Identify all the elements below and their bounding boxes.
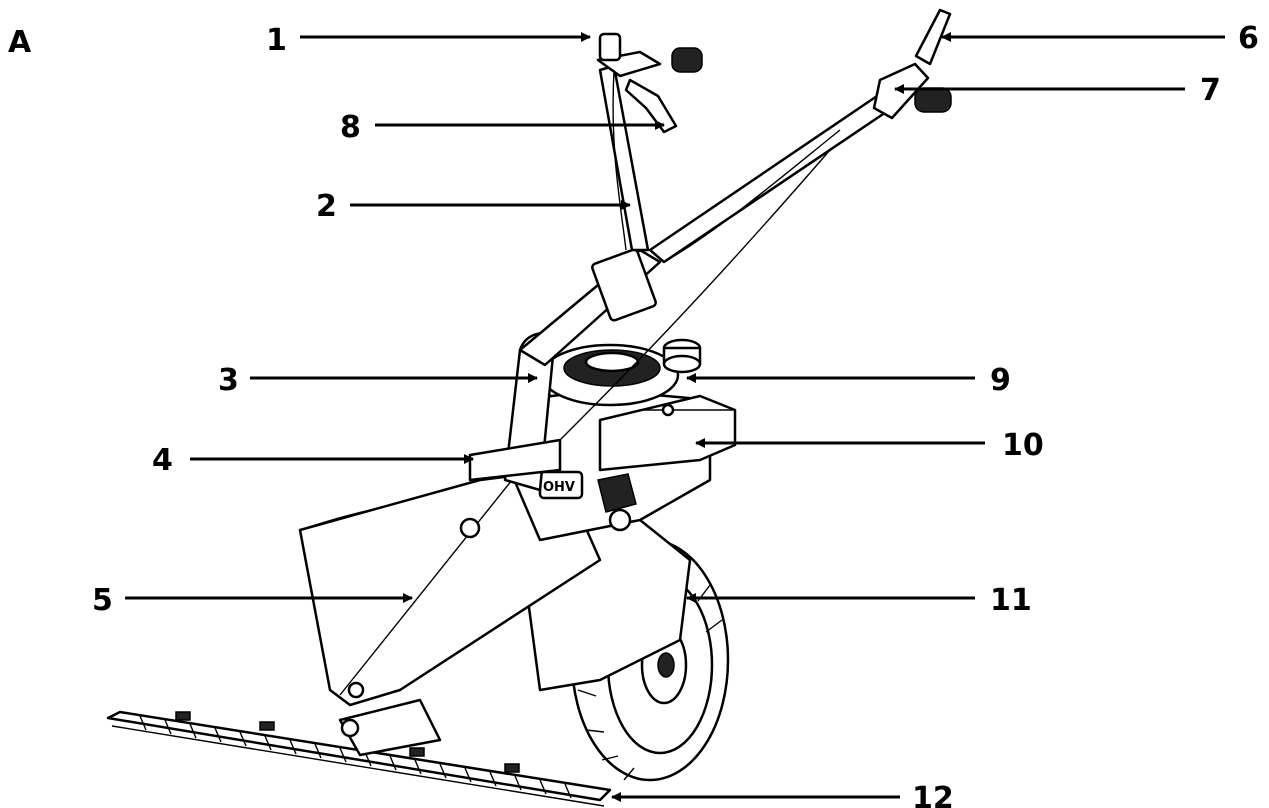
callout-number-7: 7 [1200, 73, 1221, 108]
callout-numbers: 1 2 3 4 5 6 7 8 9 10 11 12 [92, 21, 1259, 808]
callout-number-11: 11 [990, 583, 1032, 618]
callout-number-8: 8 [340, 110, 361, 145]
figure-letter: A [8, 25, 32, 60]
handlebar-frame [468, 248, 662, 492]
callout-number-3: 3 [218, 363, 239, 398]
callout-lines [125, 32, 1225, 802]
callout-number-9: 9 [990, 363, 1011, 398]
walk-behind-mower-illustration: OHV [106, 8, 952, 807]
left-handle [596, 32, 703, 252]
callout-number-6: 6 [1238, 21, 1259, 56]
callout-number-4: 4 [152, 443, 173, 478]
callout-number-10: 10 [1002, 428, 1044, 463]
callout-number-2: 2 [316, 189, 337, 224]
callout-number-1: 1 [266, 23, 287, 58]
front-guard [298, 468, 602, 707]
callout-number-5: 5 [92, 583, 113, 618]
cutter-bar [106, 698, 612, 807]
callout-number-12: 12 [912, 781, 954, 808]
right-handle [559, 8, 952, 441]
engine: OHV [508, 338, 737, 542]
engine-badge: OHV [543, 480, 575, 495]
